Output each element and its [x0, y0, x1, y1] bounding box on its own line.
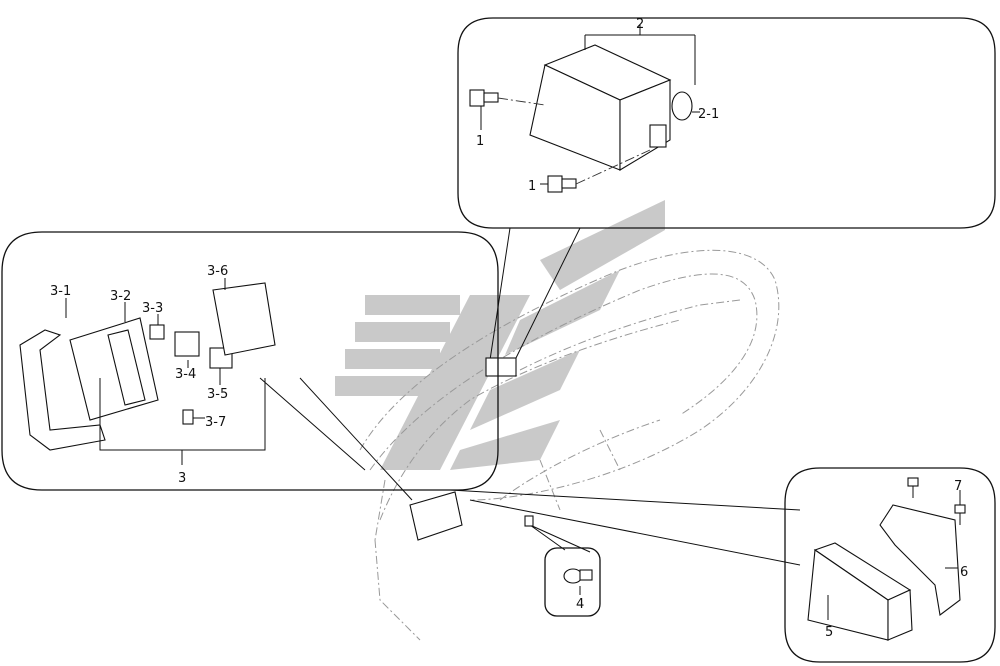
- label-3-6: 3-6: [207, 264, 228, 279]
- callout-box-relay: [457, 17, 996, 229]
- label-3-7: 3-7: [205, 415, 226, 430]
- label-7: 7: [954, 479, 962, 494]
- label-3-4: 3-4: [175, 367, 196, 382]
- label-sheet: [212, 282, 276, 356]
- label-3-2: 3-2: [110, 289, 131, 304]
- callout-box-fuse: [1, 231, 499, 491]
- label-3-5: 3-5: [207, 387, 228, 402]
- label-1-upper: 1: [476, 134, 484, 149]
- switch: [563, 568, 593, 584]
- bracket: [879, 504, 961, 616]
- label-2-1: 2-1: [698, 107, 719, 122]
- label-4: 4: [576, 597, 584, 612]
- label-3-3: 3-3: [142, 301, 163, 316]
- relay-mounted: [485, 357, 517, 377]
- label-3: 3: [178, 471, 186, 486]
- label-3-1: 3-1: [50, 284, 71, 299]
- fuse-block: [69, 317, 159, 421]
- watermark-logo: [335, 200, 665, 470]
- callout-box-control-unit: [784, 467, 996, 663]
- control-unit: [807, 542, 913, 641]
- bolt-upper: [469, 89, 499, 107]
- label-2: 2: [636, 17, 644, 32]
- label-1-lower: 1: [528, 179, 536, 194]
- callout-box-switch: [544, 547, 601, 617]
- bolt-lower: [547, 175, 577, 193]
- relay-unit: [529, 44, 672, 171]
- o-ring: [671, 91, 693, 121]
- label-6: 6: [960, 565, 968, 580]
- fuse-box-mounted: [409, 491, 463, 541]
- label-5: 5: [825, 625, 833, 640]
- dashboard-outline: [359, 249, 780, 641]
